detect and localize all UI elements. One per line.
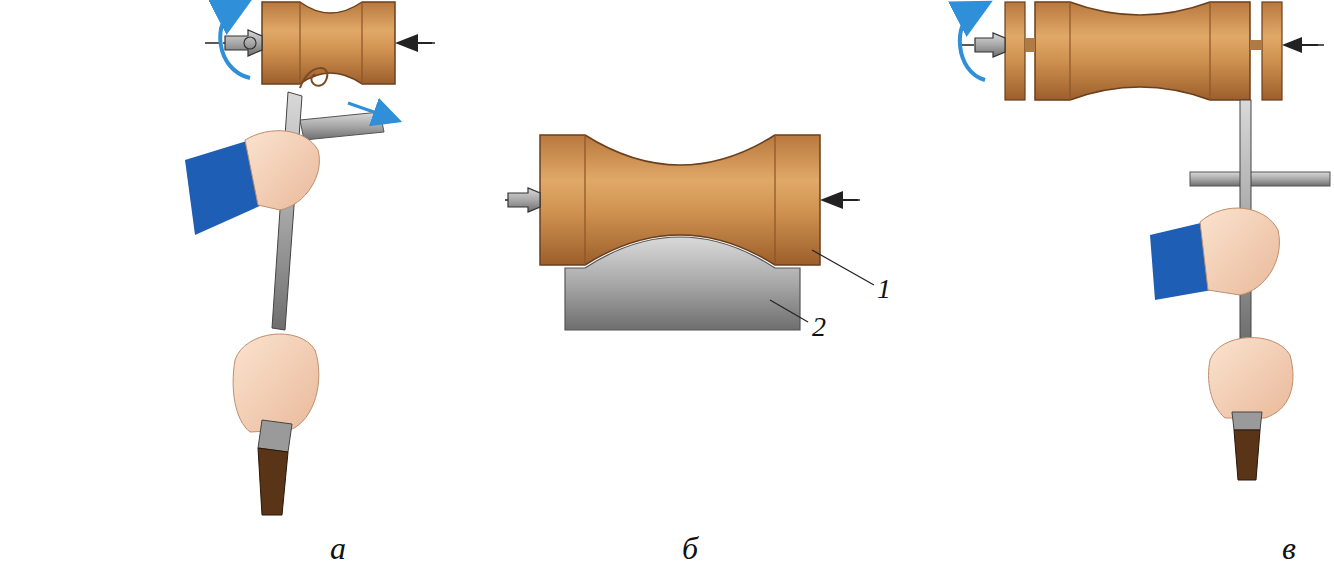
callout-number: 1: [877, 275, 891, 303]
callout-number: 2: [812, 313, 826, 341]
panel-letter: б: [682, 532, 698, 564]
panel-letter: а: [330, 532, 346, 564]
panel-letter: в: [1282, 532, 1296, 564]
